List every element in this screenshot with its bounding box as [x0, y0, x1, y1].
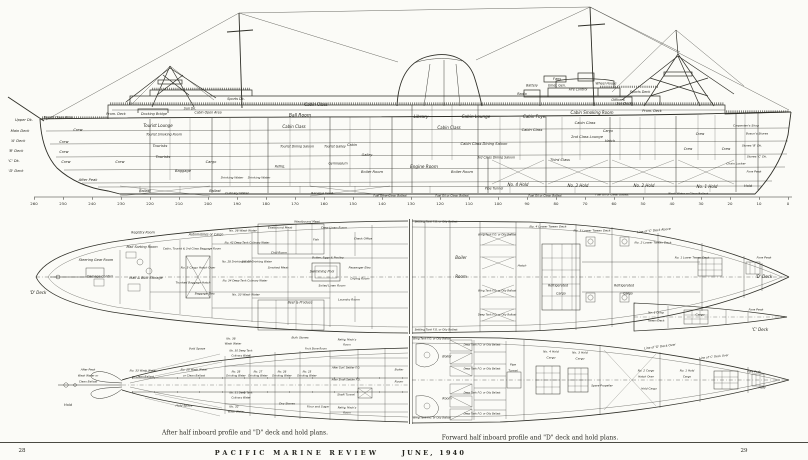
caption-forward-half: Forward half inboard profile and "D" dec…: [441, 434, 619, 442]
footer-rule: [0, 442, 808, 443]
aft-hold-plan: [58, 347, 409, 423]
fwd-hold-plan: [411, 336, 790, 424]
page-number-left: 28: [18, 448, 26, 454]
page-number-right: 29: [740, 448, 748, 454]
profile-drawing: [7, 6, 792, 200]
publication-name: PACIFIC MARINE REVIEW: [214, 449, 380, 457]
c-deck-bow-plan: [633, 302, 788, 332]
caption-after-half: After half inboard profile and "D" deck …: [161, 429, 329, 437]
plan-divider-lines: [409, 219, 413, 424]
issue-date: JUNE, 1940: [401, 449, 467, 457]
fwd-d-deck-plan: [411, 220, 790, 334]
aft-d-deck-plan: [35, 220, 409, 334]
